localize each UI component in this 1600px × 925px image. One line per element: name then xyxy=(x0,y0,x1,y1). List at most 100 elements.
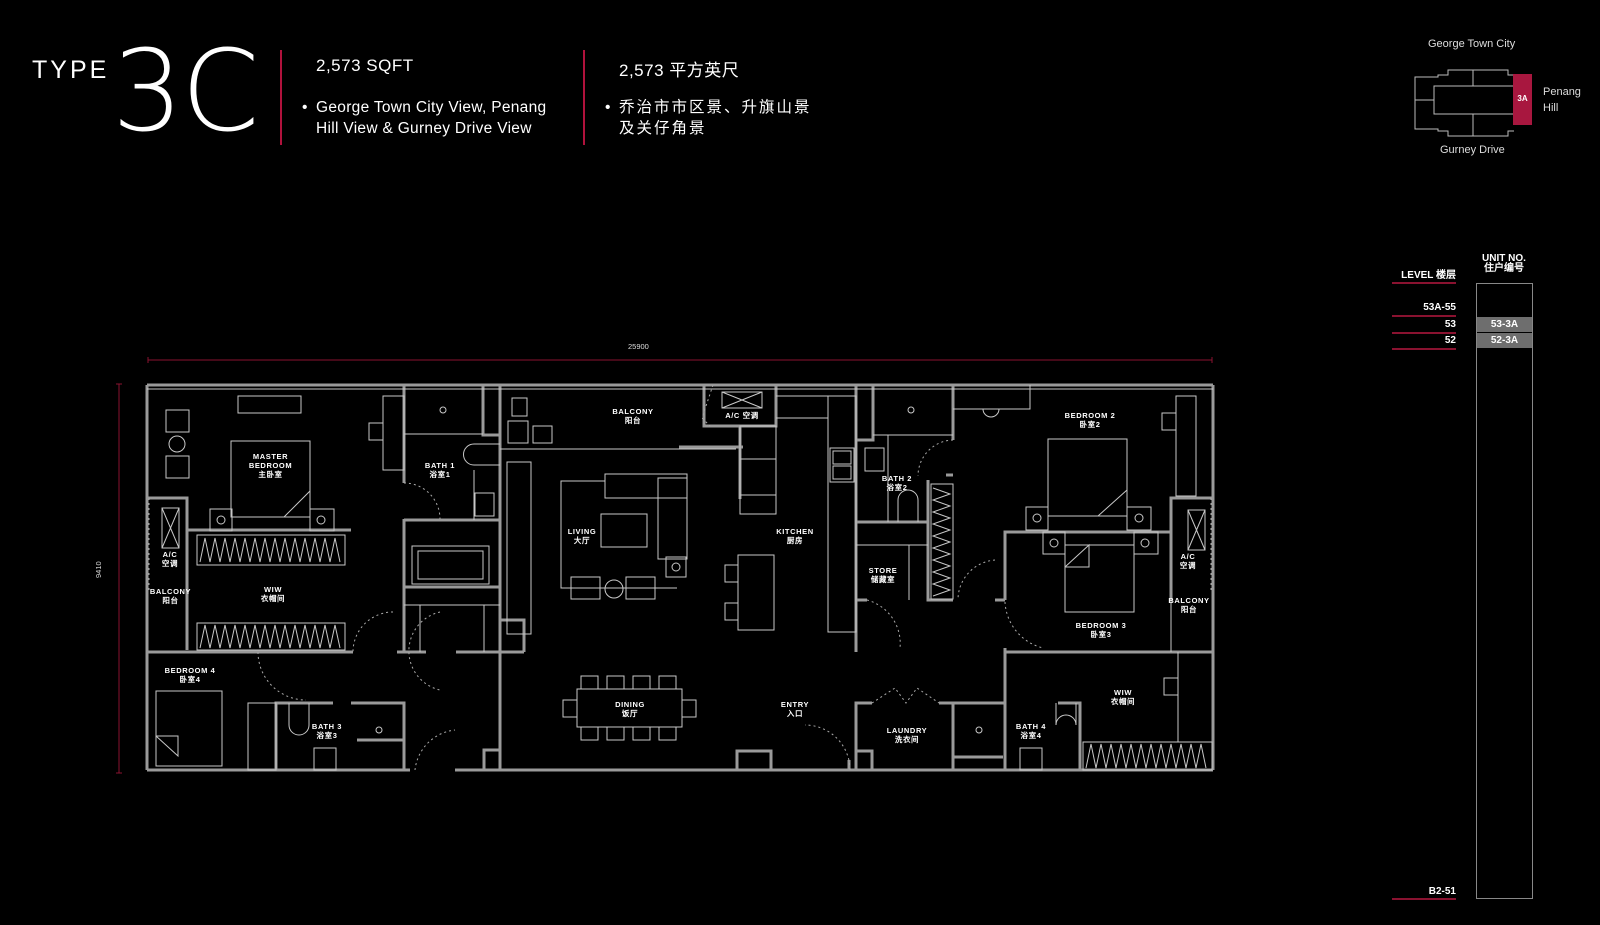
room-label-en: BATH 3 xyxy=(311,722,343,731)
keyplan-right-line2: Hill xyxy=(1543,102,1559,114)
room-label-zh: 浴室2 xyxy=(886,483,908,492)
room-bedroom4: BEDROOM 4 卧室4 xyxy=(155,666,225,684)
room-label-en: BATH 1 xyxy=(424,461,456,470)
unit-header: UNIT NO. 住户编号 xyxy=(1470,254,1538,274)
room-store: STORE 储藏室 xyxy=(860,566,906,584)
views-en: • George Town City View, Penang Hill Vie… xyxy=(302,97,547,139)
room-bath2: BATH 2 浴室2 xyxy=(874,474,920,492)
room-bedroom3: BEDROOM 3 卧室3 xyxy=(1066,621,1136,639)
room-label-en: A/C xyxy=(162,550,178,559)
room-label-zh: 卧室2 xyxy=(1079,420,1101,429)
room-label-zh: 洗衣间 xyxy=(894,735,920,744)
level-header: LEVEL 楼层 xyxy=(1401,270,1456,281)
divider-zh xyxy=(583,50,585,145)
room-label-en: BEDROOM 3 xyxy=(1075,621,1127,630)
unit-column xyxy=(1476,283,1533,899)
room-label-zh: 主卧室 xyxy=(258,470,283,479)
room-label-en: BATH 4 xyxy=(1015,722,1047,731)
room-balcony-top: BALCONY 阳台 xyxy=(603,407,663,425)
level-divider xyxy=(1392,332,1456,334)
unit-header-zh: 住户编号 xyxy=(1484,263,1524,274)
views-zh-line1: 乔治市市区景、升旗山景 xyxy=(619,99,812,116)
room-label-zh: 厨房 xyxy=(786,536,804,545)
area-en: 2,573 SQFT xyxy=(316,56,414,75)
room-label-zh: 饭厅 xyxy=(621,709,639,718)
room-ac-right: A/C 空调 xyxy=(1168,552,1208,570)
views-en-line2: Hill View & Gurney Drive View xyxy=(316,120,532,137)
level-divider xyxy=(1392,315,1456,317)
room-bedroom2: BEDROOM 2 卧室2 xyxy=(1055,411,1125,429)
bullet-icon: • xyxy=(302,99,308,116)
keyplan-bottom-label: Gurney Drive xyxy=(1440,144,1505,156)
room-balcony-left: BALCONY 阳台 xyxy=(143,587,198,605)
room-label-en: BALCONY xyxy=(612,407,654,416)
keyplan-right-label: Penang Hill xyxy=(1543,84,1581,116)
level-row[interactable]: 53 xyxy=(1444,319,1456,330)
unit-cell[interactable]: 53-3A xyxy=(1477,317,1532,332)
room-label-en: A/C xyxy=(1180,552,1196,561)
width-dimension: 25900 xyxy=(628,342,649,351)
keyplan-right-line1: Penang xyxy=(1543,86,1581,98)
area-zh: 2,573 平方英尺 xyxy=(619,61,740,80)
room-label-en: KITCHEN xyxy=(776,527,814,536)
height-dimension: 9410 xyxy=(94,561,103,578)
room-label-zh: 大厅 xyxy=(573,536,591,545)
level-divider xyxy=(1392,898,1456,900)
room-label-en: BALCONY xyxy=(149,587,192,596)
room-label-en: BEDROOM xyxy=(248,461,293,470)
room-entry: ENTRY 入口 xyxy=(770,700,820,718)
room-ac-top: A/C 空调 xyxy=(716,411,768,420)
unit-header-en: UNIT NO. xyxy=(1482,253,1526,264)
room-label-zh: 衣帽间 xyxy=(1110,697,1136,706)
keyplan-top-label: George Town City xyxy=(1428,38,1516,50)
room-balcony-right: BALCONY 阳台 xyxy=(1162,596,1216,614)
room-wiw-right: WIW 衣帽间 xyxy=(1098,688,1148,706)
room-label-zh: 阳台 xyxy=(162,596,179,605)
room-living: LIVING 大厅 xyxy=(561,527,603,545)
room-ac-left: A/C 空调 xyxy=(150,550,190,568)
room-label-en: BATH 2 xyxy=(881,474,913,483)
room-label-zh: 阳台 xyxy=(624,416,642,425)
room-label-zh: 浴室3 xyxy=(316,731,338,740)
room-label-en: LAUNDRY xyxy=(886,726,928,735)
room-bath1: BATH 1 浴室1 xyxy=(410,461,470,479)
room-label-en: WIW xyxy=(263,585,283,594)
views-en-line1: George Town City View, Penang xyxy=(316,99,547,116)
room-label-zh: 储藏室 xyxy=(870,575,896,584)
level-divider xyxy=(1392,282,1456,284)
room-label-en: BALCONY xyxy=(1168,596,1210,605)
room-label-zh: 衣帽间 xyxy=(260,594,286,603)
room-label-en: A/C 空调 xyxy=(725,411,759,420)
room-label-en: MASTER xyxy=(252,452,289,461)
room-label-zh: 空调 xyxy=(161,559,179,568)
room-label-zh: 入口 xyxy=(786,709,804,718)
views-zh: • 乔治市市区景、升旗山景 及关仔角景 xyxy=(605,97,812,139)
room-label-en: WIW xyxy=(1113,688,1133,697)
room-bath3: BATH 3 浴室3 xyxy=(307,722,347,740)
room-label-en: STORE xyxy=(868,566,898,575)
level-row[interactable]: 52 xyxy=(1444,335,1456,346)
keyplan-unit-label: 3A xyxy=(1517,94,1528,103)
bullet-icon: • xyxy=(605,99,613,116)
room-label-en: BEDROOM 4 xyxy=(164,666,216,675)
room-label-en: LIVING xyxy=(567,527,597,536)
room-label-zh: 浴室4 xyxy=(1020,731,1042,740)
type-code: 3C xyxy=(112,27,259,157)
room-label-zh: 卧室4 xyxy=(179,675,201,684)
level-row[interactable]: 53A-55 xyxy=(1423,302,1456,313)
room-label-zh: 浴室1 xyxy=(429,470,451,479)
room-label-en: ENTRY xyxy=(780,700,810,709)
room-label-en: DINING xyxy=(615,700,645,709)
room-wiw-left: WIW 衣帽间 xyxy=(248,585,298,603)
room-label-zh: 阳台 xyxy=(1180,605,1198,614)
level-row[interactable]: B2-51 xyxy=(1428,886,1456,897)
type-label: TYPE xyxy=(32,56,110,84)
unit-cell[interactable]: 52-3A xyxy=(1477,333,1532,348)
views-zh-line2: 及关仔角景 xyxy=(619,120,707,137)
room-master-bedroom: MASTER BEDROOM 主卧室 xyxy=(231,452,310,479)
level-divider xyxy=(1392,348,1456,350)
divider-en xyxy=(280,50,282,145)
room-label-zh: 卧室3 xyxy=(1090,630,1112,639)
room-bath4: BATH 4 浴室4 xyxy=(1010,722,1052,740)
room-laundry: LAUNDRY 洗衣间 xyxy=(877,726,937,744)
